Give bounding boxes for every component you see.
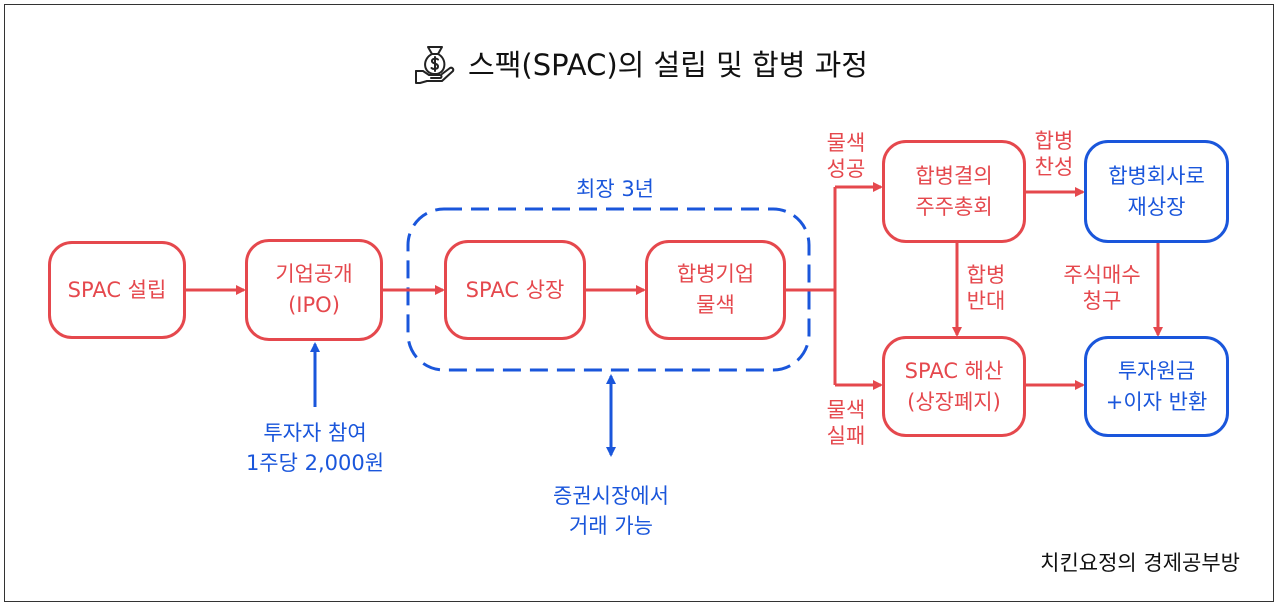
label-trade-line2: 거래 가능 xyxy=(569,514,653,538)
label-merger-approve-line2: 찬성 xyxy=(1034,155,1074,179)
label-merger-oppose-line1: 합병 xyxy=(966,263,1006,287)
label-search-success-line2: 성공 xyxy=(826,157,866,181)
node-relisting: 합병회사로 재상장 xyxy=(1084,140,1229,243)
label-search-success-line1: 물색 xyxy=(826,131,866,155)
node-target-search: 합병기업 물색 xyxy=(645,240,786,340)
title-bar: 스팩(SPAC)의 설립 및 합병 과정 xyxy=(0,40,1280,86)
money-bag-hand-icon xyxy=(415,46,455,84)
node-merger-meeting-line2: 주주총회 xyxy=(915,194,993,219)
label-search-fail-line2: 실패 xyxy=(826,424,866,448)
node-dissolution: SPAC 해산 (상장폐지) xyxy=(882,336,1026,437)
label-investor-line2: 1주당 2,000원 xyxy=(245,451,385,475)
node-dissolution-line2: (상장폐지) xyxy=(907,389,1001,414)
label-market-trading: 증권시장에서 거래 가능 xyxy=(511,481,711,541)
label-buyback-line1: 주식매수 xyxy=(1063,263,1141,287)
node-ipo: 기업공개 (IPO) xyxy=(245,239,383,341)
label-merger-oppose: 합병 반대 xyxy=(948,262,1024,314)
node-dissolution-line1: SPAC 해산 xyxy=(904,358,1004,383)
page-title: 스팩(SPAC)의 설립 및 합병 과정 xyxy=(468,48,868,82)
label-investor-participation: 투자자 참여 1주당 2,000원 xyxy=(215,418,415,478)
label-buyback-line2: 청구 xyxy=(1082,289,1122,313)
label-buyback: 주식매수 청구 xyxy=(1052,262,1152,314)
label-merger-approve-line1: 합병 xyxy=(1034,129,1074,153)
node-target-search-line1: 합병기업 xyxy=(676,262,755,286)
node-target-search-line2: 물색 xyxy=(696,293,735,317)
node-refund-line2: +이자 반환 xyxy=(1105,389,1208,414)
label-search-success: 물색 성공 xyxy=(808,130,884,182)
label-merger-oppose-line2: 반대 xyxy=(966,289,1006,313)
label-max-period: 최장 3년 xyxy=(576,177,654,201)
node-merger-meeting: 합병결의 주주총회 xyxy=(882,140,1026,243)
node-ipo-line1: 기업공개 xyxy=(275,262,353,286)
node-spac-setup-text: SPAC 설립 xyxy=(67,277,167,302)
node-relisting-line1: 합병회사로 xyxy=(1108,163,1205,188)
node-spac-setup: SPAC 설립 xyxy=(48,241,186,339)
node-refund: 투자원금 +이자 반환 xyxy=(1084,336,1229,437)
diagram-frame xyxy=(4,4,1274,602)
node-spac-listing: SPAC 상장 xyxy=(444,240,586,340)
label-search-fail-line1: 물색 xyxy=(826,398,866,422)
label-merger-approve: 합병 찬성 xyxy=(1016,128,1092,180)
label-search-fail: 물색 실패 xyxy=(808,397,884,449)
node-merger-meeting-line1: 합병결의 xyxy=(915,163,993,188)
node-refund-line1: 투자원금 xyxy=(1117,358,1196,383)
node-ipo-line2: (IPO) xyxy=(288,293,340,317)
label-trade-line1: 증권시장에서 xyxy=(553,484,669,508)
credit-text: 치킨요정의 경제공부방 xyxy=(1040,551,1240,575)
node-relisting-line2: 재상장 xyxy=(1127,194,1186,219)
node-spac-listing-text: SPAC 상장 xyxy=(465,277,565,302)
label-investor-line1: 투자자 참여 xyxy=(263,421,367,445)
